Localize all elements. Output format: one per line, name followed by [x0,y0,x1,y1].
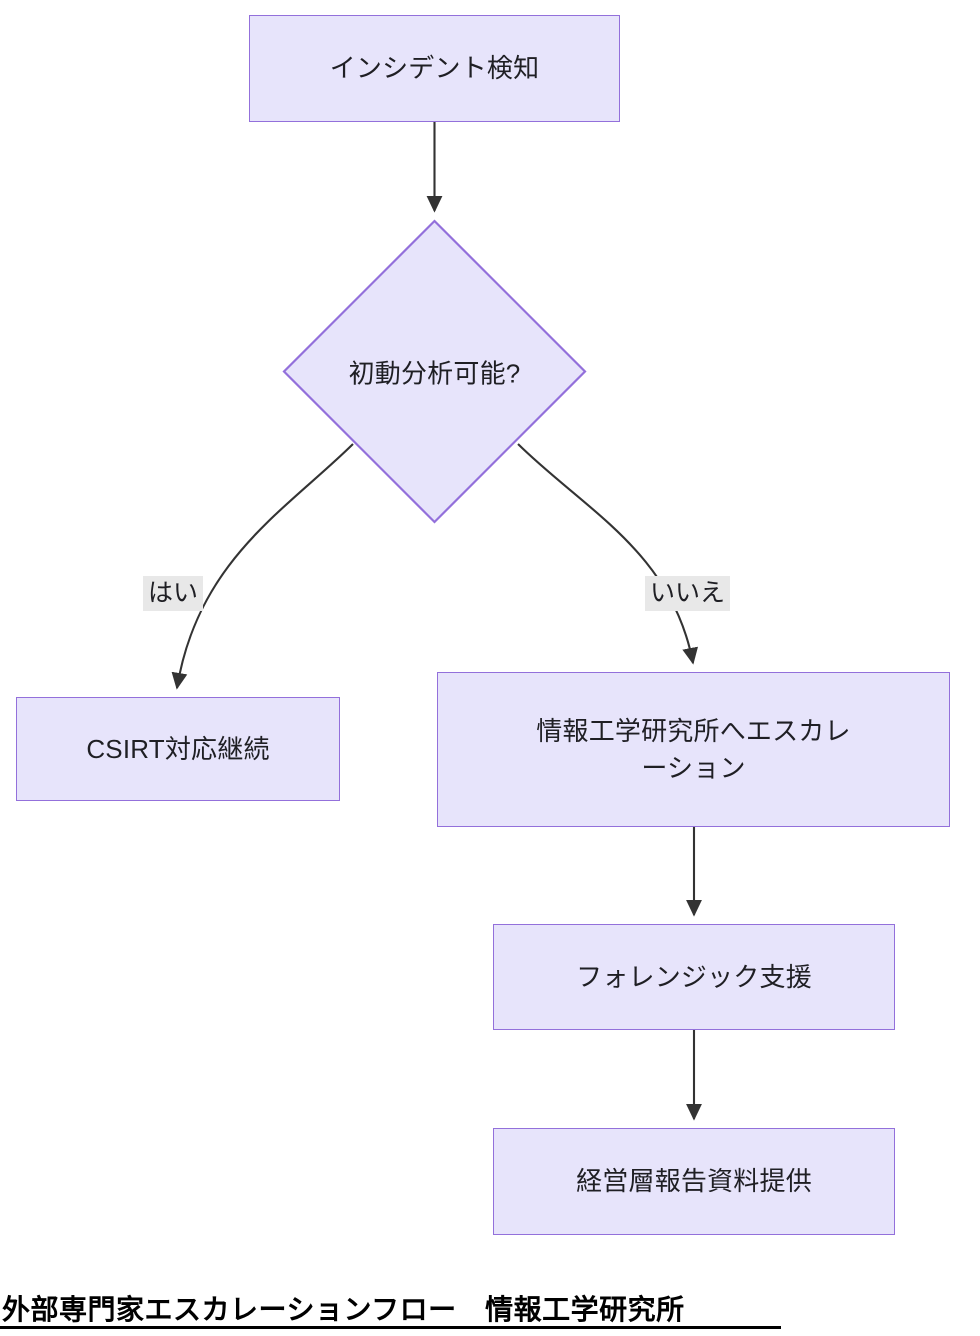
node-incident-detection-label: インシデント検知 [329,53,540,84]
node-initial-analysis-decision[interactable]: 初動分析可能? [282,219,587,524]
node-forensic-support[interactable]: フォレンジック支援 [493,924,895,1030]
node-csirt-continue[interactable]: CSIRT対応継続 [16,697,340,801]
edge-label-no: いいえ [645,576,731,612]
node-escalate-to-institute-label: 情報工学研究所へエスカレ ーション [536,715,851,783]
node-csirt-continue-label: CSIRT対応継続 [86,733,270,764]
node-escalate-to-institute[interactable]: 情報工学研究所へエスカレ ーション [437,672,950,827]
node-initial-analysis-decision-label: 初動分析可能? [348,358,521,388]
node-forensic-support-label: フォレンジック支援 [576,961,812,992]
node-incident-detection[interactable]: インシデント検知 [249,15,620,122]
diagram-caption-underline [0,1326,781,1329]
edge-label-no-text: いいえ [650,579,726,607]
node-executive-report[interactable]: 経営層報告資料提供 [493,1128,895,1235]
node-executive-report-label: 経営層報告資料提供 [576,1166,812,1197]
edge-label-yes: はい [143,576,204,612]
diagram-caption: 外部専門家エスカレーションフロー 情報工学研究所 [2,1294,685,1325]
edge-label-yes-text: はい [148,579,199,607]
diamond-shape [282,219,587,524]
